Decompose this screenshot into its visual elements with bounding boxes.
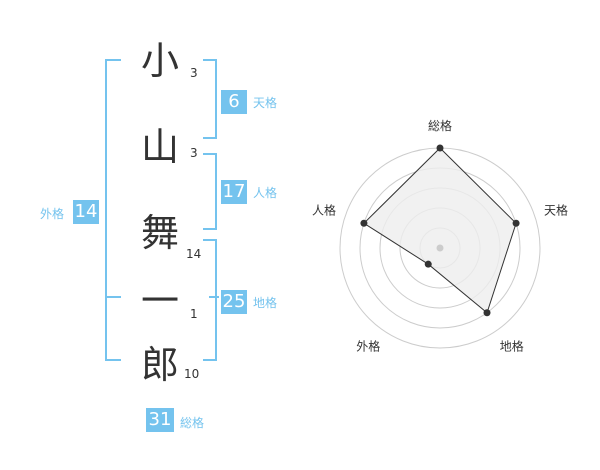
stroke-count-2: 3: [190, 146, 198, 160]
chikaku-value-badge: 25: [221, 290, 247, 314]
gaikaku-label: 外格: [40, 207, 65, 221]
radar-center-dot: [436, 244, 444, 252]
name-char-1: 小: [140, 39, 179, 83]
soukaku-label: 総格: [180, 416, 205, 430]
radar-point-2: [512, 219, 520, 227]
chikaku-bracket-divider: [209, 296, 219, 298]
radar-axis-label: 外格: [356, 339, 380, 354]
chikaku-bracket: [203, 239, 217, 361]
stroke-count-1: 3: [190, 66, 198, 80]
radar-point-1: [436, 144, 444, 152]
radar-axis-label: 人格: [312, 202, 336, 217]
tenkaku-bracket: [203, 59, 217, 139]
gaikaku-bracket: [105, 59, 121, 361]
chikaku-label: 地格: [253, 296, 278, 310]
name-char-5: 郎: [140, 343, 179, 387]
stroke-count-3: 14: [186, 247, 202, 261]
radar-axis-label: 総格: [428, 118, 452, 133]
radar-point-3: [483, 309, 491, 317]
radar-score-polygon: [363, 147, 517, 314]
radar-axis-label: 地格: [500, 339, 524, 354]
jinkaku-bracket: [203, 153, 217, 230]
stroke-count-5: 10: [184, 367, 200, 381]
radar-axis-label: 天格: [544, 202, 568, 217]
radar-point-5: [360, 219, 368, 227]
radar-point-4: [424, 260, 432, 268]
soukaku-value-badge: 31: [146, 408, 174, 432]
gaikaku-bracket-divider: [105, 296, 121, 298]
stroke-count-4: 1: [190, 307, 198, 321]
tenkaku-value-badge: 6: [221, 90, 247, 114]
name-char-3: 舞: [140, 211, 179, 255]
name-char-4: 一: [140, 279, 179, 323]
jinkaku-value-badge: 17: [221, 180, 247, 204]
name-char-2: 山: [140, 125, 179, 169]
gaikaku-value-badge: 14: [73, 200, 99, 224]
jinkaku-label: 人格: [253, 186, 278, 200]
tenkaku-label: 天格: [253, 96, 278, 110]
